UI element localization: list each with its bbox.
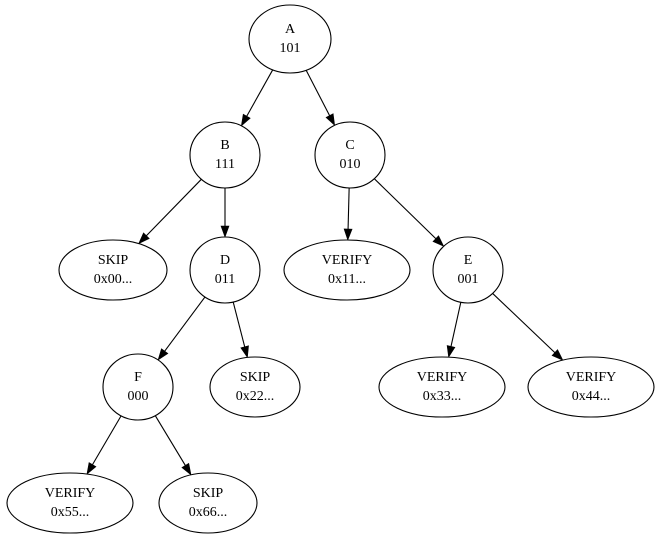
graph-node-verify-33[interactable]: VERIFY 0x33...	[378, 356, 506, 418]
edge-arrowhead-icon	[432, 235, 445, 247]
graph-edge	[232, 301, 249, 359]
node-label-primary: VERIFY	[417, 370, 468, 385]
node-label-secondary: 0x55...	[51, 505, 90, 520]
graph-node-skip-66[interactable]: SKIP 0x66...	[158, 472, 258, 534]
graph-node-e[interactable]: E 001	[432, 236, 504, 304]
graph-edge	[154, 415, 192, 476]
graph-edge	[305, 69, 336, 127]
edge-arrowhead-icon	[446, 345, 456, 359]
edge-arrowhead-icon	[220, 225, 230, 238]
graph-node-c[interactable]: C 010	[314, 121, 386, 189]
graph-node-skip-22[interactable]: SKIP 0x22...	[209, 356, 301, 418]
edge-arrowhead-icon	[138, 232, 150, 245]
node-label-primary: SKIP	[193, 486, 224, 501]
node-label-primary: SKIP	[240, 370, 271, 385]
node-label-primary: VERIFY	[45, 486, 96, 501]
graph-edge	[86, 415, 122, 475]
edge-line	[373, 178, 437, 240]
node-ellipse[interactable]	[378, 356, 506, 418]
edge-arrowhead-icon	[551, 349, 564, 361]
graph-edge	[157, 296, 206, 361]
node-label-primary: A	[285, 22, 296, 37]
node-label-primary: D	[220, 253, 230, 268]
node-ellipse[interactable]	[527, 356, 655, 418]
edge-line	[246, 69, 274, 117]
graph-node-d[interactable]: D 011	[189, 236, 261, 304]
node-label-secondary: 0x66...	[189, 505, 228, 520]
node-label-secondary: 101	[280, 41, 301, 56]
edge-line	[347, 187, 350, 230]
graph-node-verify-55[interactable]: VERIFY 0x55...	[6, 472, 134, 534]
node-label-secondary: 0x11...	[328, 272, 366, 287]
node-ellipse[interactable]	[102, 353, 174, 421]
node-label-secondary: 011	[215, 272, 235, 287]
edge-arrowhead-icon	[86, 462, 97, 475]
node-ellipse[interactable]	[189, 121, 261, 189]
edge-line	[232, 301, 246, 347]
node-label-primary: F	[134, 370, 142, 385]
edge-line	[154, 415, 186, 466]
edge-arrowhead-icon	[157, 348, 169, 361]
node-ellipse[interactable]	[248, 4, 332, 74]
node-label-primary: C	[345, 138, 354, 153]
node-label-primary: VERIFY	[566, 370, 617, 385]
graph-node-verify-44[interactable]: VERIFY 0x44...	[527, 356, 655, 418]
node-ellipse[interactable]	[314, 121, 386, 189]
node-label-primary: B	[220, 138, 229, 153]
graph-edge	[343, 187, 353, 241]
graph-node-f[interactable]: F 000	[102, 353, 174, 421]
graph-edge	[446, 302, 462, 359]
node-label-secondary: 0x33...	[423, 389, 462, 404]
node-label-primary: E	[464, 253, 473, 268]
edge-line	[305, 69, 331, 116]
node-label-secondary: 111	[215, 157, 235, 172]
graph-edge	[492, 293, 564, 361]
edge-arrowhead-icon	[240, 345, 249, 359]
edges-layer	[86, 69, 564, 476]
node-label-secondary: 0x22...	[236, 389, 275, 404]
graph-edge	[220, 188, 230, 238]
node-label-secondary: 001	[458, 272, 479, 287]
edge-arrowhead-icon	[325, 113, 336, 127]
node-ellipse[interactable]	[283, 239, 411, 301]
edge-line	[492, 293, 556, 353]
node-label-primary: VERIFY	[322, 253, 373, 268]
graph-node-verify-11[interactable]: VERIFY 0x11...	[283, 239, 411, 301]
edge-line	[164, 296, 206, 352]
graph-edge	[138, 178, 202, 245]
node-ellipse[interactable]	[432, 236, 504, 304]
edge-line	[92, 415, 122, 465]
graph-edge	[373, 178, 445, 247]
edge-line	[145, 178, 202, 237]
node-ellipse[interactable]	[158, 472, 258, 534]
edge-line	[450, 302, 462, 347]
graph-edge	[240, 69, 274, 127]
node-label-secondary: 0x44...	[572, 389, 611, 404]
edge-arrowhead-icon	[240, 113, 251, 127]
edge-arrowhead-icon	[181, 462, 192, 476]
node-label-secondary: 000	[128, 389, 149, 404]
node-ellipse[interactable]	[6, 472, 134, 534]
node-label-secondary: 010	[340, 157, 361, 172]
node-ellipse[interactable]	[58, 239, 168, 301]
graph-node-a[interactable]: A 101	[248, 4, 332, 74]
graph-node-skip-00[interactable]: SKIP 0x00...	[58, 239, 168, 301]
node-ellipse[interactable]	[189, 236, 261, 304]
edge-arrowhead-icon	[343, 228, 353, 241]
nodes-layer: A101B111C010SKIP0x00...D011VERIFY0x11...…	[6, 4, 655, 534]
node-ellipse[interactable]	[209, 356, 301, 418]
node-label-secondary: 0x00...	[94, 272, 133, 287]
node-label-primary: SKIP	[98, 253, 129, 268]
graph-node-b[interactable]: B 111	[189, 121, 261, 189]
